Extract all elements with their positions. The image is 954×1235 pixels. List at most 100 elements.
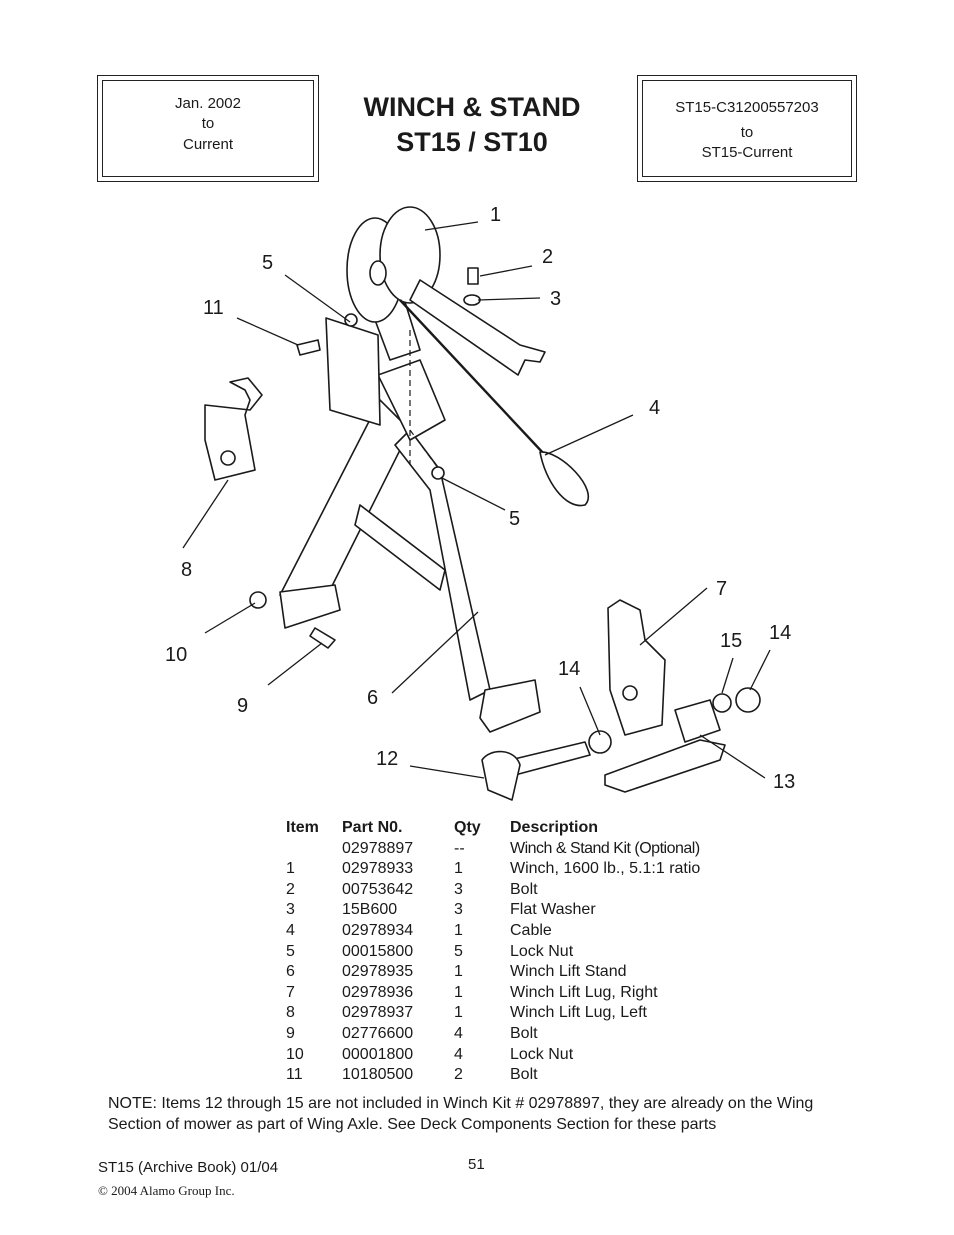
row-qty: 1: [454, 921, 463, 939]
row-qty: 1: [454, 963, 463, 981]
row-part-number: 02978935: [342, 963, 414, 981]
row-qty: 1: [454, 860, 463, 878]
date-to-label: to: [201, 115, 215, 132]
footer-book-reference: ST15 (Archive Book) 01/04: [98, 1159, 279, 1176]
serial-from: ST15-C31200557203: [675, 99, 819, 116]
bolt-9: [309, 627, 336, 649]
row-description: Bolt: [510, 880, 538, 898]
nut-14-right: [735, 687, 761, 713]
stand-foot-right: [479, 679, 541, 733]
row-description: Bolt: [510, 1024, 538, 1042]
row-description: Winch, 1600 lb., 5.1:1 ratio: [510, 860, 701, 878]
title-line-2: ST15 / ST10: [396, 127, 548, 157]
callout-14-right: 14: [769, 622, 792, 644]
row-qty: 3: [454, 901, 463, 919]
callout-10: 10: [165, 644, 188, 666]
washer-3: [463, 294, 481, 306]
winch-lift-lug-left: [204, 377, 263, 481]
row-description: Winch Lift Lug, Right: [510, 983, 658, 1001]
row-qty: 3: [454, 880, 463, 898]
winch-handle: [409, 279, 546, 376]
callout-3: 3: [550, 288, 562, 310]
row-item: 2: [286, 880, 295, 898]
winch-lift-lug-right: [607, 599, 666, 736]
callout-14-left: 14: [558, 658, 581, 680]
row-part-number: 00001800: [342, 1045, 414, 1063]
stand-brace: [354, 504, 446, 591]
date-until: Current: [182, 136, 234, 153]
assembly-note: NOTE: Items 12 through 15 are not includ…: [108, 1095, 814, 1133]
serial-to-label: to: [740, 124, 754, 141]
axle-spacer: [674, 699, 721, 743]
row-qty: 1: [454, 1004, 463, 1022]
header-description: Description: [510, 819, 599, 836]
row-part-number: 15B600: [342, 901, 398, 919]
lift-bolt: [509, 741, 591, 776]
callout-12: 12: [376, 748, 399, 770]
stand-leg-left: [279, 399, 411, 606]
row-part-number: 02776600: [342, 1024, 414, 1042]
row-item: 8: [286, 1004, 295, 1022]
axle-bracket: [604, 739, 726, 793]
row-qty: 4: [454, 1024, 463, 1042]
row-description: Bolt: [510, 1066, 538, 1084]
callout-13: 13: [773, 771, 796, 793]
winch-stand-exploded-diagram: [182, 206, 771, 801]
callout-9: 9: [237, 695, 249, 717]
row-qty: 2: [454, 1066, 463, 1084]
mount-plate: [325, 317, 381, 426]
row-part-number: 02978936: [342, 983, 414, 1001]
callout-4: 4: [649, 397, 661, 419]
page-title: WINCH & STAND ST15 / ST10: [330, 90, 614, 160]
row-item: 10: [286, 1045, 304, 1063]
row-qty: --: [454, 839, 465, 857]
bolt-head: [481, 750, 521, 801]
washer-15: [712, 693, 732, 713]
row-qty: 5: [454, 942, 463, 960]
serial-until: ST15-Current: [701, 144, 793, 161]
row-part-number: 02978933: [342, 860, 414, 878]
stand-foot-left: [279, 584, 341, 629]
callout-6: 6: [367, 687, 379, 709]
row-item: 6: [286, 963, 295, 981]
row-description: Cable: [510, 921, 552, 939]
title-line-1: WINCH & STAND: [363, 92, 581, 122]
row-item: 9: [286, 1024, 295, 1042]
winch-gear: [379, 206, 441, 304]
row-item: 4: [286, 921, 295, 939]
lock-nut-10: [249, 591, 267, 609]
row-part-number: 00753642: [342, 880, 414, 898]
header-part-number: Part N0.: [342, 819, 403, 836]
row-description: Winch Lift Stand: [510, 963, 627, 981]
lock-nut-5-bottom: [431, 466, 445, 480]
row-part-number: 02978897: [342, 839, 414, 857]
callout-8: 8: [181, 559, 193, 581]
cable: [399, 299, 546, 456]
header-item: Item: [286, 819, 319, 836]
callout-7: 7: [716, 578, 728, 600]
footer-copyright: © 2004 Alamo Group Inc.: [98, 1183, 235, 1198]
date-range-box: Jan. 2002 to Current: [97, 75, 319, 182]
row-part-number: 00015800: [342, 942, 414, 960]
lock-nut-5-top: [344, 313, 358, 327]
row-item: 7: [286, 983, 295, 1001]
callout-11: 11: [203, 297, 224, 319]
row-description: Lock Nut: [510, 1045, 574, 1063]
callout-5-bottom: 5: [509, 508, 521, 530]
page-number: 51: [468, 1156, 485, 1173]
header-qty: Qty: [454, 819, 481, 836]
row-part-number: 10180500: [342, 1066, 414, 1084]
serial-range-box: ST15-C31200557203 to ST15-Current: [637, 75, 857, 182]
bolt-2: [467, 267, 479, 285]
bolt-11: [296, 339, 321, 356]
nut-14-left: [588, 730, 612, 754]
callout-1: 1: [490, 204, 502, 226]
row-description: Lock Nut: [510, 942, 574, 960]
row-description: Winch Lift Lug, Left: [510, 1004, 647, 1022]
row-item: 1: [286, 860, 295, 878]
callout-5-top: 5: [262, 252, 274, 274]
callout-15: 15: [720, 630, 743, 652]
row-part-number: 02978937: [342, 1004, 414, 1022]
stand-top-plate: [377, 359, 446, 441]
row-qty: 1: [454, 983, 463, 1001]
